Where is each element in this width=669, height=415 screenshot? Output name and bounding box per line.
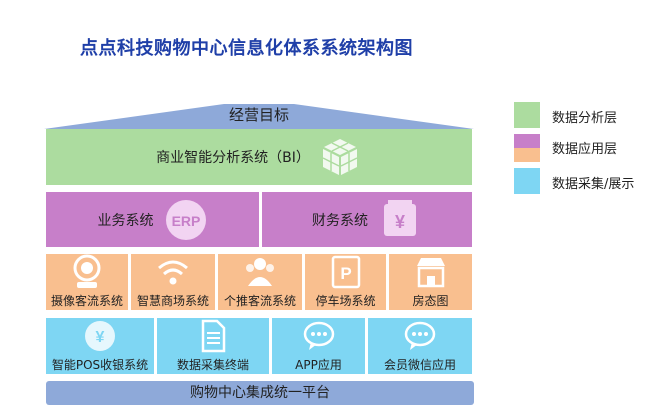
yen-coin-icon-text: ¥ [96,329,105,346]
wechat-member-box: 会员微信应用 [368,318,472,374]
wechat-member-label: 会员微信应用 [383,358,456,372]
legend-label-application: 数据应用层 [552,142,618,157]
data-terminal-label: 数据采集终端 [176,358,249,372]
business-system-box: 业务系统 ERP [46,192,259,247]
smart-mall-box: 智慧商场系统 [131,254,215,310]
chat-icon [303,321,334,350]
legend-label-collection: 数据采集/展示 [552,177,635,192]
platform-bar: 购物中心集成统一平台 [46,381,474,405]
push-traffic-label: 个推客流系统 [223,294,296,308]
legend-label-analysis: 数据分析层 [552,111,618,126]
roof-triangle [44,104,474,129]
finance-system-label: 财务系统 [312,212,368,229]
wifi-icon [158,260,188,285]
legend-swatch-analysis [514,102,540,128]
legend-swatch-orange [514,148,540,162]
bi-system-label: 商业智能分析系统（BI） [156,150,310,166]
erp-icon: ERP [165,199,206,240]
camera-icon [73,254,101,288]
pos-system-box: ¥ 智能POS收银系统 [46,318,154,374]
camera-system-label: 摄像客流系统 [50,294,123,308]
finance-system-box: 财务系统 ¥ [262,192,472,247]
app-label: APP应用 [295,358,342,372]
roof-label: 经营目标 [228,106,289,124]
legend-swatch-collection [514,168,540,194]
pos-system-label: 智能POS收银系统 [51,358,149,372]
chat-icon [404,321,436,350]
page-title: 点点科技购物中心信息化体系系统架构图 [80,38,413,59]
cube-icon [322,139,358,175]
yen-icon-text: ¥ [395,212,405,232]
parking-system-label: 停车场系统 [315,294,376,308]
svg-text:P: P [340,264,351,283]
push-traffic-box: 个推客流系统 [218,254,302,310]
floor-plan-box: 房态图 [389,254,472,310]
erp-icon-text: ERP [171,213,200,229]
camera-system-box: 摄像客流系统 [46,254,128,310]
parking-icon: P [331,255,360,289]
business-system-label: 业务系统 [97,212,154,229]
people-icon [246,258,274,286]
floor-plan-label: 房态图 [412,294,449,308]
app-box: APP应用 [272,318,365,374]
store-icon [416,258,445,288]
yen-coin-icon: ¥ [85,321,115,351]
parking-system-box: P 停车场系统 [305,254,386,310]
yen-icon: ¥ [384,199,416,236]
smart-mall-label: 智慧商场系统 [136,294,209,308]
data-terminal-box: 数据采集终端 [157,318,269,374]
document-icon [201,319,226,353]
bi-system-box: 商业智能分析系统（BI） [46,129,472,185]
